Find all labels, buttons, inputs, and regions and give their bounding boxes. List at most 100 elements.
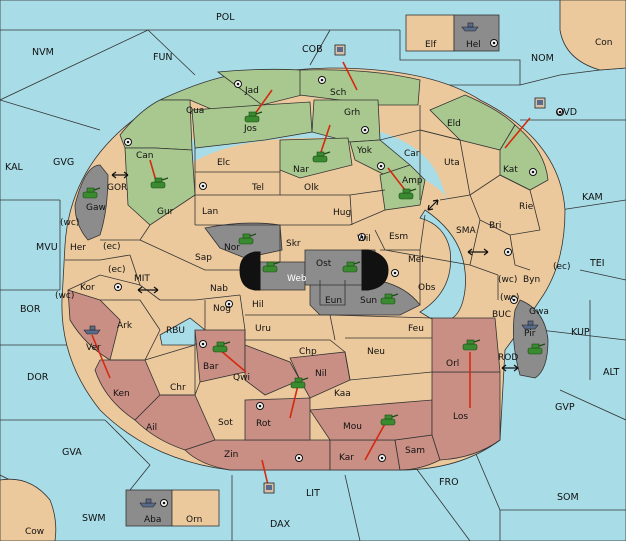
province-ver[interactable] — [67, 289, 121, 361]
coast-label: (wc) — [55, 291, 74, 301]
label-obs: Obs — [418, 283, 436, 293]
fleet-icon — [334, 44, 346, 56]
fleet-icon — [534, 97, 546, 109]
province-gaw[interactable] — [74, 164, 109, 241]
label-hil: Hil — [252, 300, 264, 310]
fleet-icon — [263, 482, 275, 494]
province-orn[interactable] — [171, 489, 220, 527]
supply-center-icon — [490, 39, 498, 47]
label-nab: Nab — [210, 284, 228, 294]
label-orn: Orn — [186, 515, 202, 525]
coast-label: (wc) — [498, 275, 517, 285]
ship-icon — [83, 325, 101, 335]
sea-label-bor: BOR — [20, 304, 41, 315]
sea-sma[interactable] — [419, 209, 466, 322]
label-esm: Esm — [389, 232, 408, 242]
sea-label-rod: ROD — [498, 353, 518, 363]
label-eun: Eun — [325, 296, 342, 306]
supply-center-icon — [358, 233, 366, 241]
order-arrows — [91, 61, 531, 486]
label-qwi: Qwi — [233, 373, 250, 383]
sea-label-fro: FRO — [439, 477, 459, 488]
supply-centers — [114, 39, 564, 507]
province-con[interactable] — [559, 0, 626, 71]
supply-center-icon — [361, 126, 369, 134]
tank-icon — [398, 188, 417, 200]
label-nil: Nil — [315, 369, 327, 379]
ship-icon — [139, 498, 157, 508]
province-rot[interactable] — [244, 397, 311, 441]
impassable-east — [361, 249, 389, 291]
tank-icon — [238, 233, 257, 245]
province-ail[interactable] — [134, 394, 216, 451]
label-mou: Mou — [343, 422, 362, 432]
label-orl: Orl — [446, 359, 459, 369]
sea-label-buc: BUC — [492, 310, 511, 320]
label-cow: Cow — [25, 527, 44, 537]
tank-icon — [212, 341, 231, 353]
label-gur: Gur — [157, 207, 174, 217]
label-gaw: Gaw — [86, 203, 106, 213]
label-bri: Bri — [489, 221, 501, 231]
label-hel: Hel — [466, 40, 481, 50]
label-aba: Aba — [144, 515, 161, 525]
tank-icon — [462, 339, 481, 351]
province-los[interactable] — [431, 371, 501, 461]
land-borders — [65, 105, 541, 396]
label-nar: Nar — [293, 165, 309, 175]
label-lan: Lan — [202, 207, 218, 217]
label-olk: Olk — [304, 183, 320, 193]
sea-label-lit: LIT — [306, 488, 320, 499]
sea-label-fun: FUN — [153, 52, 173, 63]
supply-center-icon — [256, 402, 264, 410]
label-hug: Hug — [333, 208, 351, 218]
label-uru: Uru — [255, 324, 271, 334]
supply-center-icon — [199, 340, 207, 348]
ship-icon — [521, 320, 539, 330]
supply-center-icon — [556, 108, 564, 116]
province-mou[interactable] — [309, 399, 433, 441]
sea-label-kup: KUP — [571, 327, 590, 338]
sea-label-pol: POL — [216, 12, 235, 23]
supply-center-icon — [160, 499, 168, 507]
tank-icon — [290, 377, 309, 389]
label-zin: Zin — [224, 450, 238, 460]
coast-label: (ec) — [108, 265, 126, 275]
province-qwi[interactable] — [244, 344, 301, 396]
label-elf: Elf — [425, 40, 437, 50]
label-bar: Bar — [203, 362, 219, 372]
supply-center-icon — [318, 76, 326, 84]
label-ver: Ver — [86, 343, 101, 353]
sea-label-alt: ALT — [603, 367, 619, 378]
province-cow[interactable] — [0, 478, 57, 541]
label-web: Web — [287, 274, 307, 284]
label-kat: Kat — [503, 165, 518, 175]
label-ark: Ark — [117, 321, 133, 331]
label-sot: Sot — [218, 418, 233, 428]
label-jos: Jos — [243, 124, 257, 134]
sea-label-dax: DAX — [270, 519, 291, 530]
coast-label: (wc) — [500, 293, 519, 303]
sea-label-kam: KAM — [582, 192, 603, 203]
label-byn: Byn — [523, 275, 540, 285]
ship-icon — [461, 22, 479, 32]
supply-center-icon — [510, 296, 518, 304]
label-nor: Nor — [224, 243, 240, 253]
tank-icon — [380, 414, 399, 426]
label-nog: Nog — [213, 304, 231, 314]
label-feu: Feu — [408, 324, 424, 334]
supply-center-icon — [295, 454, 303, 462]
province-sch[interactable] — [299, 69, 421, 106]
province-pir[interactable] — [512, 299, 549, 379]
sea-label-gvp: GVP — [555, 402, 575, 413]
label-tel: Tel — [251, 183, 264, 193]
label-her: Her — [70, 243, 86, 253]
tank-icon — [244, 111, 263, 123]
label-rie: Rie — [519, 202, 534, 212]
label-chp: Chp — [299, 347, 317, 357]
label-grh: Grh — [344, 108, 360, 118]
label-skr: Skr — [286, 239, 301, 249]
tank-icon — [342, 261, 361, 273]
